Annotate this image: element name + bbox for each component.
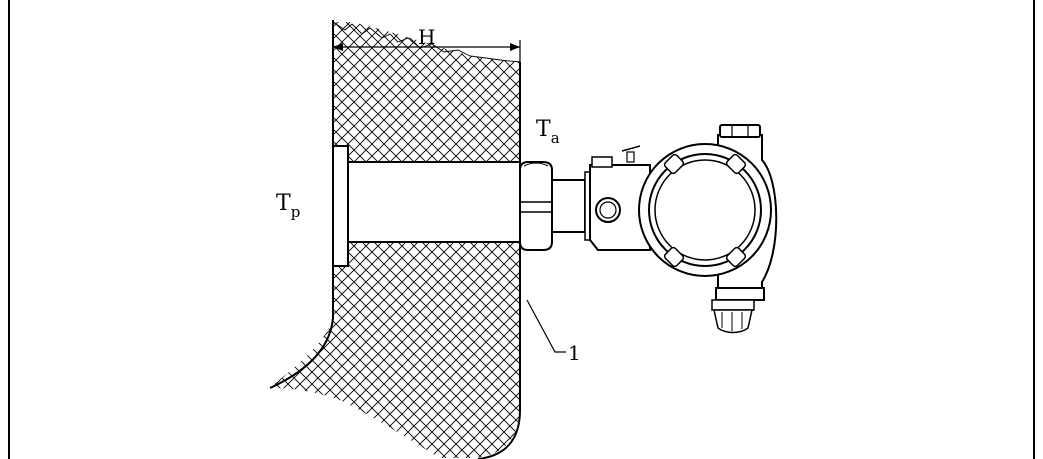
label-tp: Tp bbox=[276, 191, 300, 221]
nozzle-pipe bbox=[347, 161, 521, 243]
label-ta: Ta bbox=[536, 117, 560, 147]
figure-frame bbox=[8, 0, 1035, 459]
insulation-top bbox=[333, 22, 520, 162]
vessel-wall bbox=[269, 20, 334, 389]
label-h: H bbox=[418, 25, 435, 49]
transmitter-body bbox=[589, 145, 651, 251]
insulation-bottom bbox=[270, 242, 520, 458]
insulation-outer-edge bbox=[477, 62, 521, 459]
transmitter-adapter bbox=[519, 161, 553, 251]
dimension-h bbox=[333, 40, 521, 62]
transmitter-housing bbox=[638, 124, 778, 296]
callout-1-label: 1 bbox=[568, 341, 581, 365]
cable-gland bbox=[711, 287, 765, 334]
transmitter-neck bbox=[551, 179, 586, 233]
process-flange bbox=[332, 145, 349, 267]
callout-1-leader bbox=[526, 299, 566, 353]
